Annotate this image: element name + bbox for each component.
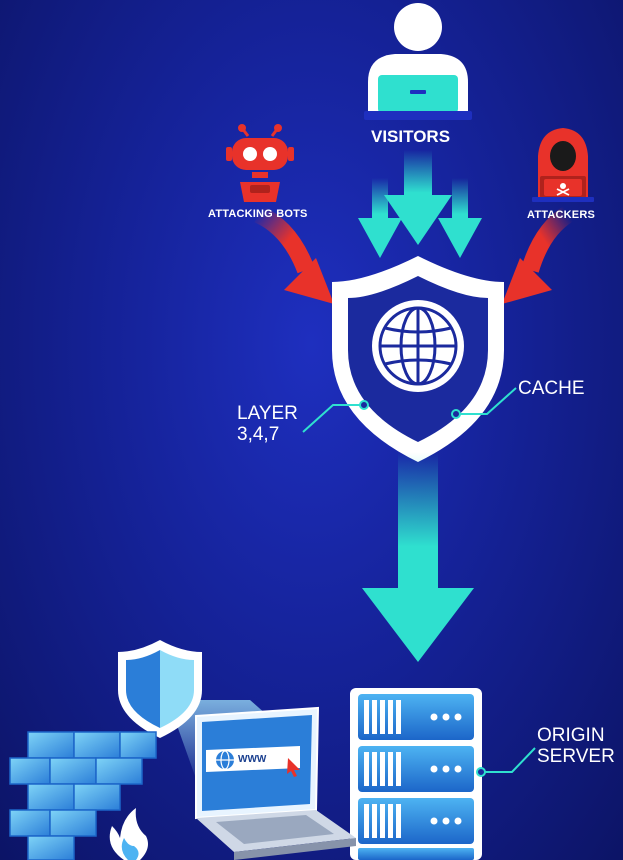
origin-callout-line: [476, 747, 536, 777]
security-shield-icon: [118, 640, 202, 738]
cache-callout-line: [451, 387, 517, 419]
origin-label-line2: SERVER: [537, 746, 615, 767]
attacking-bots-label: ATTACKING BOTS: [208, 208, 308, 220]
shield-globe-icon: [332, 256, 504, 462]
layer-callout-line: [302, 400, 369, 433]
laptop-icon: [195, 706, 356, 860]
visitor-flow-arrows: [358, 150, 482, 258]
www-text: WWW: [238, 754, 267, 765]
firewall-icon: [9, 731, 157, 860]
attacking-bot-icon: [226, 124, 294, 202]
cache-label: CACHE: [518, 378, 585, 399]
security-illustration: [9, 640, 356, 860]
server-icon: [350, 688, 482, 860]
visitors-label: VISITORS: [371, 127, 451, 146]
visitor-icon: [364, 3, 472, 120]
layer-label-line1: LAYER: [237, 403, 298, 424]
attack-arrows: [254, 205, 574, 304]
attacker-icon: [532, 128, 594, 202]
origin-label-line1: ORIGIN: [537, 725, 605, 746]
attackers-label: ATTACKERS: [527, 209, 595, 221]
layer-label-line2: 3,4,7: [237, 424, 280, 445]
clean-traffic-arrow: [362, 452, 474, 662]
